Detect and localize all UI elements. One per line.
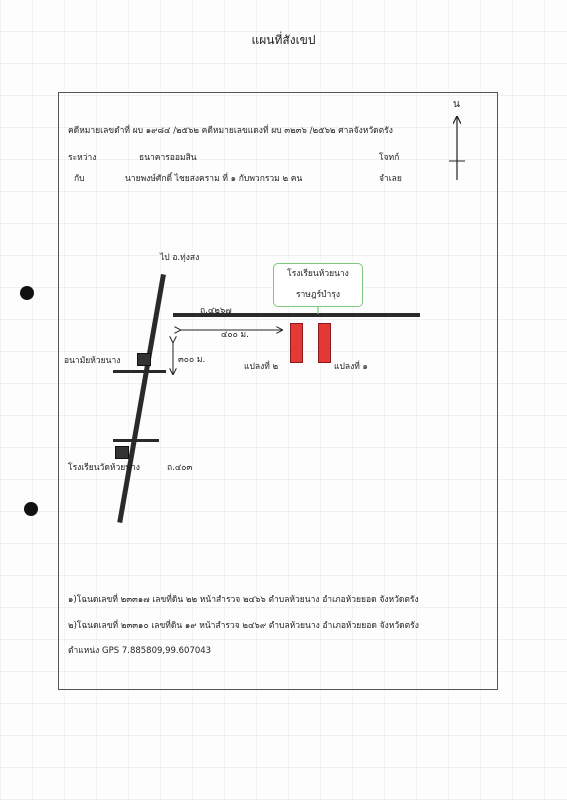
with-label: กับ bbox=[74, 174, 85, 184]
north-arrow-icon bbox=[449, 117, 465, 180]
side-road-school bbox=[113, 439, 159, 442]
defendant-name: นายพงษ์ศักดิ์ ไชยสงคราม ที่ ๑ กับพวกรวม … bbox=[125, 174, 303, 184]
plot-2-label: แปลงที่ ๒ bbox=[244, 362, 279, 372]
plot-1-label: แปลงที่ ๑ bbox=[334, 362, 368, 372]
temple-school-building bbox=[115, 446, 129, 459]
defendant-role: จำเลย bbox=[379, 174, 402, 184]
school-callout: โรงเรียนห้วยนาง ราษฎร์บำรุง bbox=[273, 263, 363, 307]
distance-east-label: ๔๐๐ ม. bbox=[221, 330, 249, 340]
plaintiff-name: ธนาคารออมสิน bbox=[139, 153, 197, 163]
between-label: ระหว่าง bbox=[68, 153, 97, 163]
gps-line: ตำแหน่ง GPS 7.885809,99.607043 bbox=[68, 646, 212, 656]
health-station-label: อนามัยห้วยนาง bbox=[64, 356, 121, 366]
plot-2-marker bbox=[290, 323, 303, 363]
health-station-building bbox=[137, 353, 151, 366]
temple-school-label: โรงเรียนวัดห้วยนาง bbox=[68, 463, 140, 473]
road-403-label: ถ.๔๐๓ bbox=[167, 463, 193, 473]
case-line: คดีหมายเลขดำที่ ผบ ๑๙๘๔ /๒๕๖๒ คดีหมายเลข… bbox=[68, 126, 393, 136]
deed-1: ๑)โฉนดเลขที่ ๒๓๓๑๗ เลขที่ดิน ๒๒ หน้าสำรว… bbox=[68, 595, 419, 605]
school-name-line1: โรงเรียนห้วยนาง bbox=[287, 269, 349, 279]
to-town-label: ไป อ.ทุ่งสง bbox=[160, 253, 200, 263]
page-title: แผนที่สังเขป bbox=[251, 33, 316, 47]
distance-south-label: ๓๐๐ ม. bbox=[178, 355, 206, 365]
deed-2: ๒)โฉนดเลขที่ ๒๓๓๑๐ เลขที่ดิน ๑๙ หน้าสำรว… bbox=[68, 621, 419, 631]
plot-1-marker bbox=[318, 323, 331, 363]
road-4267-label: ถ.๔๒๖๗ bbox=[200, 306, 232, 316]
school-name-line2: ราษฎร์บำรุง bbox=[295, 290, 341, 300]
punch-hole-top bbox=[20, 286, 34, 300]
plaintiff-role: โจทก์ bbox=[379, 153, 400, 163]
map-frame bbox=[58, 92, 498, 690]
road-4267 bbox=[173, 313, 420, 317]
side-road-health bbox=[113, 370, 166, 373]
north-label: น bbox=[453, 99, 460, 110]
punch-hole-bottom bbox=[24, 502, 38, 516]
